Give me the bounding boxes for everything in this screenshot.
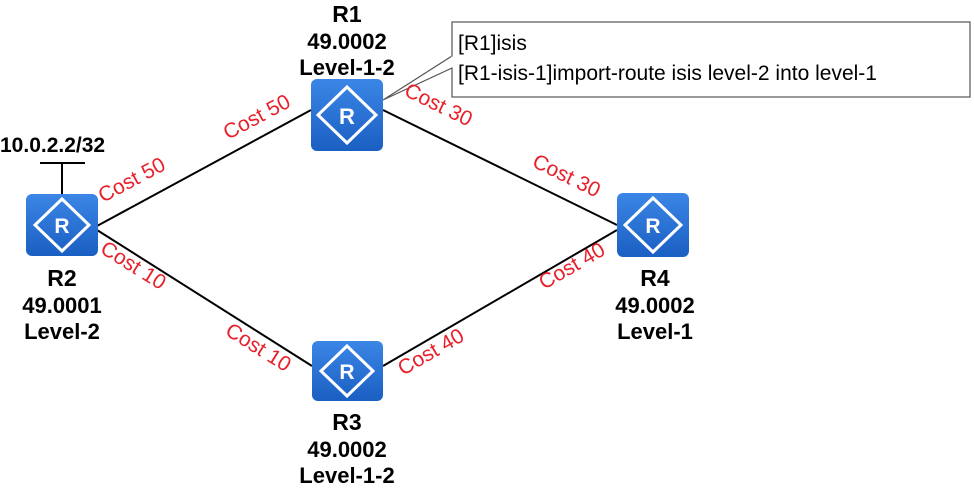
cost-label-r2-r3-r2side: Cost 10 bbox=[96, 237, 170, 295]
router-r2-name: R2 bbox=[47, 265, 76, 291]
callout-line-2: [R1-isis-1]import-route isis level-2 int… bbox=[458, 62, 877, 85]
router-r4-area: 49.0002 bbox=[615, 293, 695, 318]
router-icon bbox=[312, 341, 383, 401]
svg-text:R: R bbox=[339, 361, 354, 384]
cost-label-r2-r1-r1side: Cost 50 bbox=[220, 90, 295, 144]
router-r2-level: Level-2 bbox=[24, 319, 100, 344]
router-icon bbox=[617, 193, 689, 257]
cost-label-r2-r1-r2side: Cost 50 bbox=[95, 153, 170, 207]
router-r1-area: 49.0002 bbox=[307, 29, 387, 54]
router-r3-name: R3 bbox=[332, 409, 361, 435]
link-r2-r3 bbox=[96, 229, 313, 367]
router-r3: R bbox=[312, 341, 383, 401]
router-r2-area: 49.0001 bbox=[22, 293, 102, 318]
router-r4-level: Level-1 bbox=[617, 319, 693, 344]
callout-line-1: [R1]isis bbox=[458, 32, 527, 55]
svg-text:R: R bbox=[339, 104, 355, 129]
network-prefix-label: 10.0.2.2/32 bbox=[0, 134, 105, 157]
link-r2-r1 bbox=[96, 109, 312, 227]
router-r1-name: R1 bbox=[332, 1, 362, 27]
callout-box bbox=[451, 21, 971, 98]
router-r4-name: R4 bbox=[640, 265, 670, 291]
router-r1: R bbox=[311, 79, 383, 151]
svg-text:R: R bbox=[54, 215, 69, 238]
router-r1-level: Level-1-2 bbox=[299, 55, 394, 80]
router-r4: R bbox=[617, 193, 689, 257]
svg-text:R: R bbox=[645, 215, 660, 238]
router-icon bbox=[26, 194, 98, 256]
link-r1-r4 bbox=[382, 109, 618, 226]
router-r3-level: Level-1-2 bbox=[299, 463, 394, 488]
router-r2: R bbox=[26, 194, 98, 256]
cost-label-r1-r4-r4side: Cost 30 bbox=[529, 150, 604, 202]
cost-label-r3-r4-r4side: Cost 40 bbox=[535, 238, 609, 294]
router-icon bbox=[311, 79, 383, 151]
link-r3-r4 bbox=[382, 229, 618, 367]
router-r3-area: 49.0002 bbox=[307, 437, 387, 462]
